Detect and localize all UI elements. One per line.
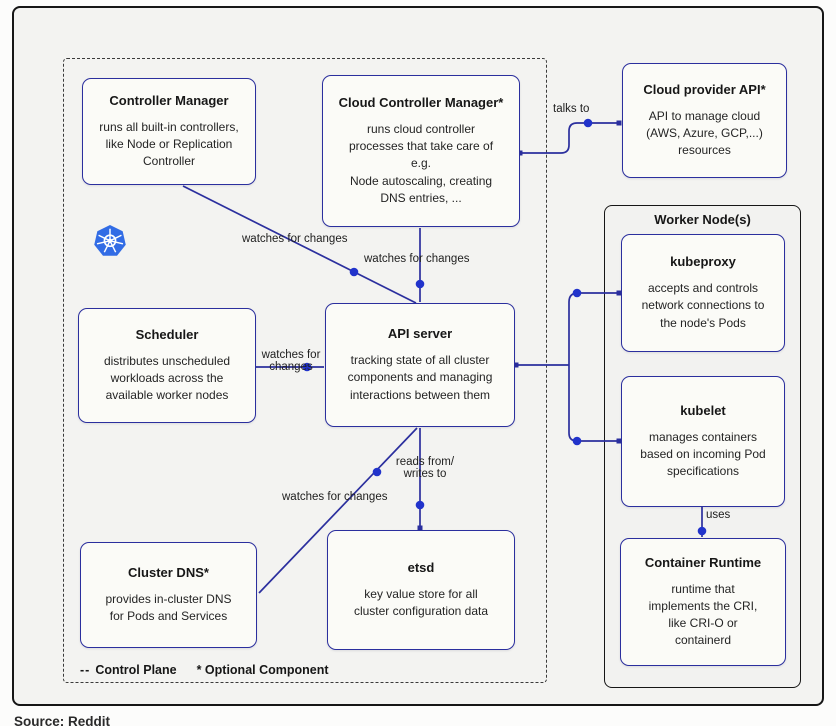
legend-optional-component: * Optional Component <box>196 663 329 677</box>
node-title: Cluster DNS* <box>128 564 209 580</box>
worker-node-panel-title: Worker Node(s) <box>654 212 751 227</box>
node-body: distributes unscheduled workloads across… <box>103 353 231 403</box>
node-kubelet: kubelet manages containers based on inco… <box>621 376 785 507</box>
node-title: Scheduler <box>135 326 199 342</box>
edge-label-watches-cluster-dns: watches for changes <box>282 491 388 503</box>
node-cloud-provider-api: Cloud provider API* API to manage cloud … <box>622 63 787 178</box>
node-controller-manager: Controller Manager runs all built-in con… <box>82 78 256 185</box>
legend-control-plane-label: Control Plane <box>95 663 177 677</box>
edge-label-watches-cloud-controller-manager: watches for changes <box>364 253 470 265</box>
node-title: etsd <box>407 559 435 575</box>
legend-control-plane: -- Control Plane <box>80 663 177 677</box>
node-title: Controller Manager <box>109 92 229 108</box>
node-title: kubelet <box>680 402 726 418</box>
edge-label-watches-controller-manager: watches for changes <box>242 233 348 245</box>
node-title: Cloud provider API* <box>643 81 766 97</box>
node-body: runtime that implements the CRI, like CR… <box>648 581 758 648</box>
node-body: runs all built-in controllers, like Node… <box>99 119 239 169</box>
node-body: provides in-cluster DNS for Pods and Ser… <box>105 591 232 623</box>
legend-dash-sample: -- <box>80 663 91 677</box>
node-cloud-controller-manager: Cloud Controller Manager* runs cloud con… <box>322 75 520 227</box>
edge-label-uses: uses <box>706 509 731 521</box>
node-scheduler: Scheduler distributes unscheduled worklo… <box>78 308 256 423</box>
node-title: API server <box>387 326 453 342</box>
node-body: tracking state of all cluster components… <box>347 353 493 402</box>
edge-label-reads-writes: reads from/ writes to <box>395 456 455 480</box>
node-title: kubeproxy <box>670 254 736 270</box>
node-kubeproxy: kubeproxy accepts and controls network c… <box>621 234 785 352</box>
node-etsd: etsd key value store for all cluster con… <box>327 530 515 650</box>
node-body: manages containers based on incoming Pod… <box>640 429 766 479</box>
node-title: Container Runtime <box>644 554 762 570</box>
edge-label-watches-scheduler: watches for changes <box>261 349 321 373</box>
node-api-server: API server tracking state of all cluster… <box>325 303 515 427</box>
node-cluster-dns: Cluster DNS* provides in-cluster DNS for… <box>80 542 257 648</box>
legend: -- Control Plane * Optional Component <box>80 663 329 677</box>
edge-label-talks-to: talks to <box>553 103 590 115</box>
node-body: runs cloud controller processes that tak… <box>348 122 494 205</box>
node-title: Cloud Controller Manager* <box>338 95 504 111</box>
node-body: API to manage cloud (AWS, Azure, GCP,...… <box>646 108 763 158</box>
node-body: accepts and controls network connections… <box>641 281 765 330</box>
node-body: key value store for all cluster configur… <box>353 586 489 618</box>
control-plane-dashed-group <box>63 58 547 683</box>
source-note: Source: Reddit <box>14 714 111 726</box>
node-container-runtime: Container Runtime runtime that implement… <box>620 538 786 666</box>
kubernetes-logo-icon <box>94 225 126 256</box>
